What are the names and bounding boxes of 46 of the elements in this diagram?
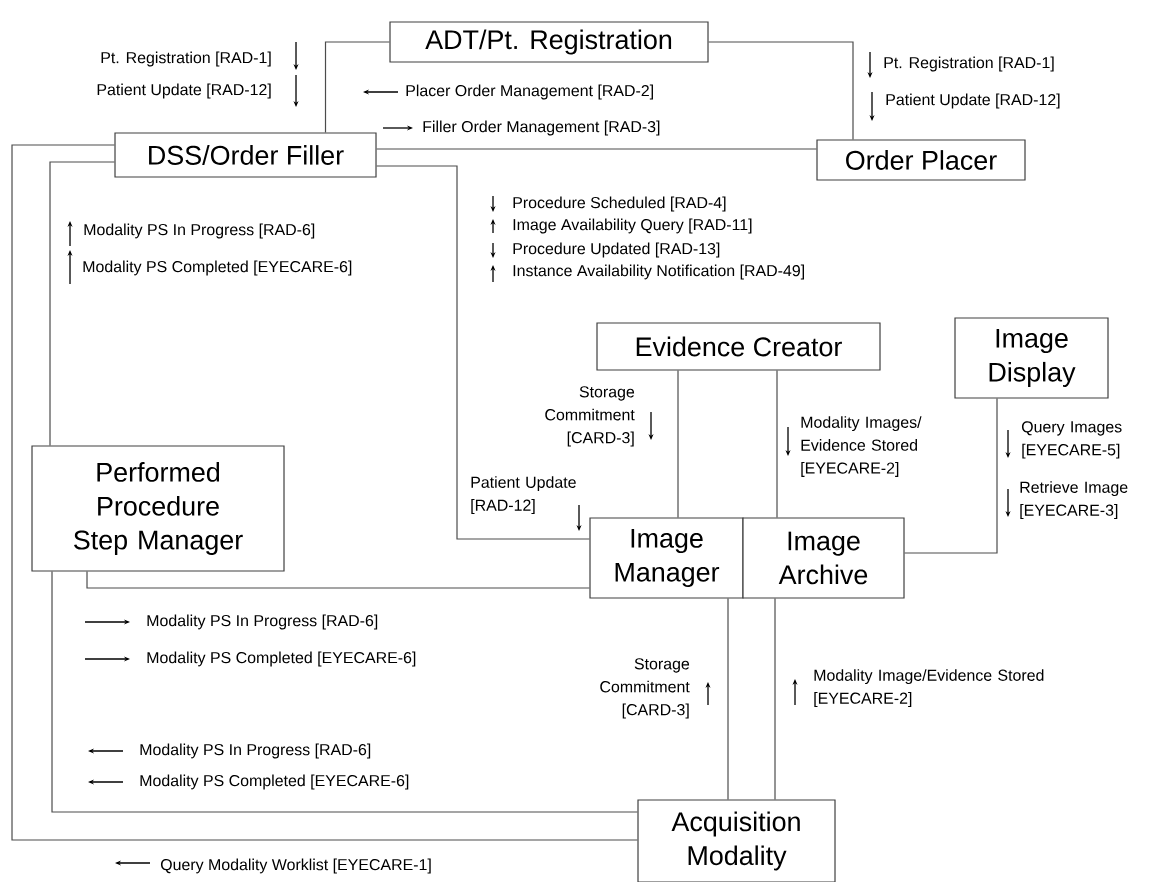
message-label: Procedure Scheduled [RAD-4]: [513, 196, 726, 212]
message-label: Patient Update [RAD-12]: [886, 93, 1060, 109]
connector-line: [776, 370, 778, 518]
message-label: Patient Update [RAD-12]: [471, 476, 576, 514]
message-label: Procedure Updated [RAD-13]: [513, 242, 720, 258]
actor-box: Image Display: [954, 317, 1109, 399]
message-label: Query Images [EYECARE-5]: [1021, 421, 1122, 459]
message-label: Storage Commitment [CARD-3]: [600, 658, 690, 719]
actor-box: Acquisition Modality: [637, 799, 836, 882]
actor-box: Order Placer: [816, 139, 1026, 181]
message-label: Modality Image/Evidence Stored [EYECARE-2]: [814, 669, 1044, 707]
connector-line: [51, 571, 638, 813]
connector-line: [708, 41, 854, 140]
connector-line: [774, 598, 776, 800]
message-label: Modality PS In Progress [RAD-6]: [140, 743, 371, 759]
message-label: Filler Order Management [RAD-3]: [423, 120, 660, 136]
actor-box: Image Archive: [742, 517, 905, 599]
connector-line: [677, 370, 679, 518]
message-label: Modality Images/ Evidence Stored [EYECARE-2]: [801, 416, 922, 477]
message-label: Modality PS Completed [EYECARE-6]: [83, 260, 352, 276]
message-label: Modality PS In Progress [RAD-6]: [84, 223, 315, 239]
message-label: Image Availability Query [RAD-11]: [513, 218, 752, 234]
actor-box: Image Manager: [589, 517, 744, 599]
connector-line: [727, 598, 729, 800]
message-label: Retrieve Image [EYECARE-3]: [1020, 481, 1128, 519]
message-label: Instance Availability Notification [RAD-49]: [513, 264, 804, 280]
connector-line: [49, 161, 115, 446]
message-label: Patient Update [RAD-12]: [97, 83, 271, 99]
message-label: Query Modality Worklist [EYECARE-1]: [160, 858, 431, 874]
actor-box: DSS/Order Filler: [114, 132, 377, 178]
actor-box: ADT/Pt. Registration: [389, 21, 709, 63]
connector-line: [324, 41, 390, 133]
message-label: Pt. Registration [RAD-1]: [101, 51, 271, 67]
message-label: Modality PS Completed [EYECARE-6]: [140, 774, 409, 790]
connector-line: [86, 571, 590, 589]
connector-line: [376, 148, 817, 150]
actor-box: Evidence Creator: [596, 322, 881, 371]
actor-box: Performed Procedure Step Manager: [31, 445, 285, 572]
connector-line: [376, 165, 590, 540]
message-label: Placer Order Management [RAD-2]: [406, 84, 653, 100]
message-label: Modality PS Completed [EYECARE-6]: [147, 651, 416, 667]
message-label: Pt. Registration [RAD-1]: [884, 56, 1054, 72]
connector-line: [11, 144, 638, 841]
connector-line: [904, 398, 998, 554]
message-label: Storage Commitment [CARD-3]: [545, 386, 635, 447]
message-label: Modality PS In Progress [RAD-6]: [147, 614, 378, 630]
